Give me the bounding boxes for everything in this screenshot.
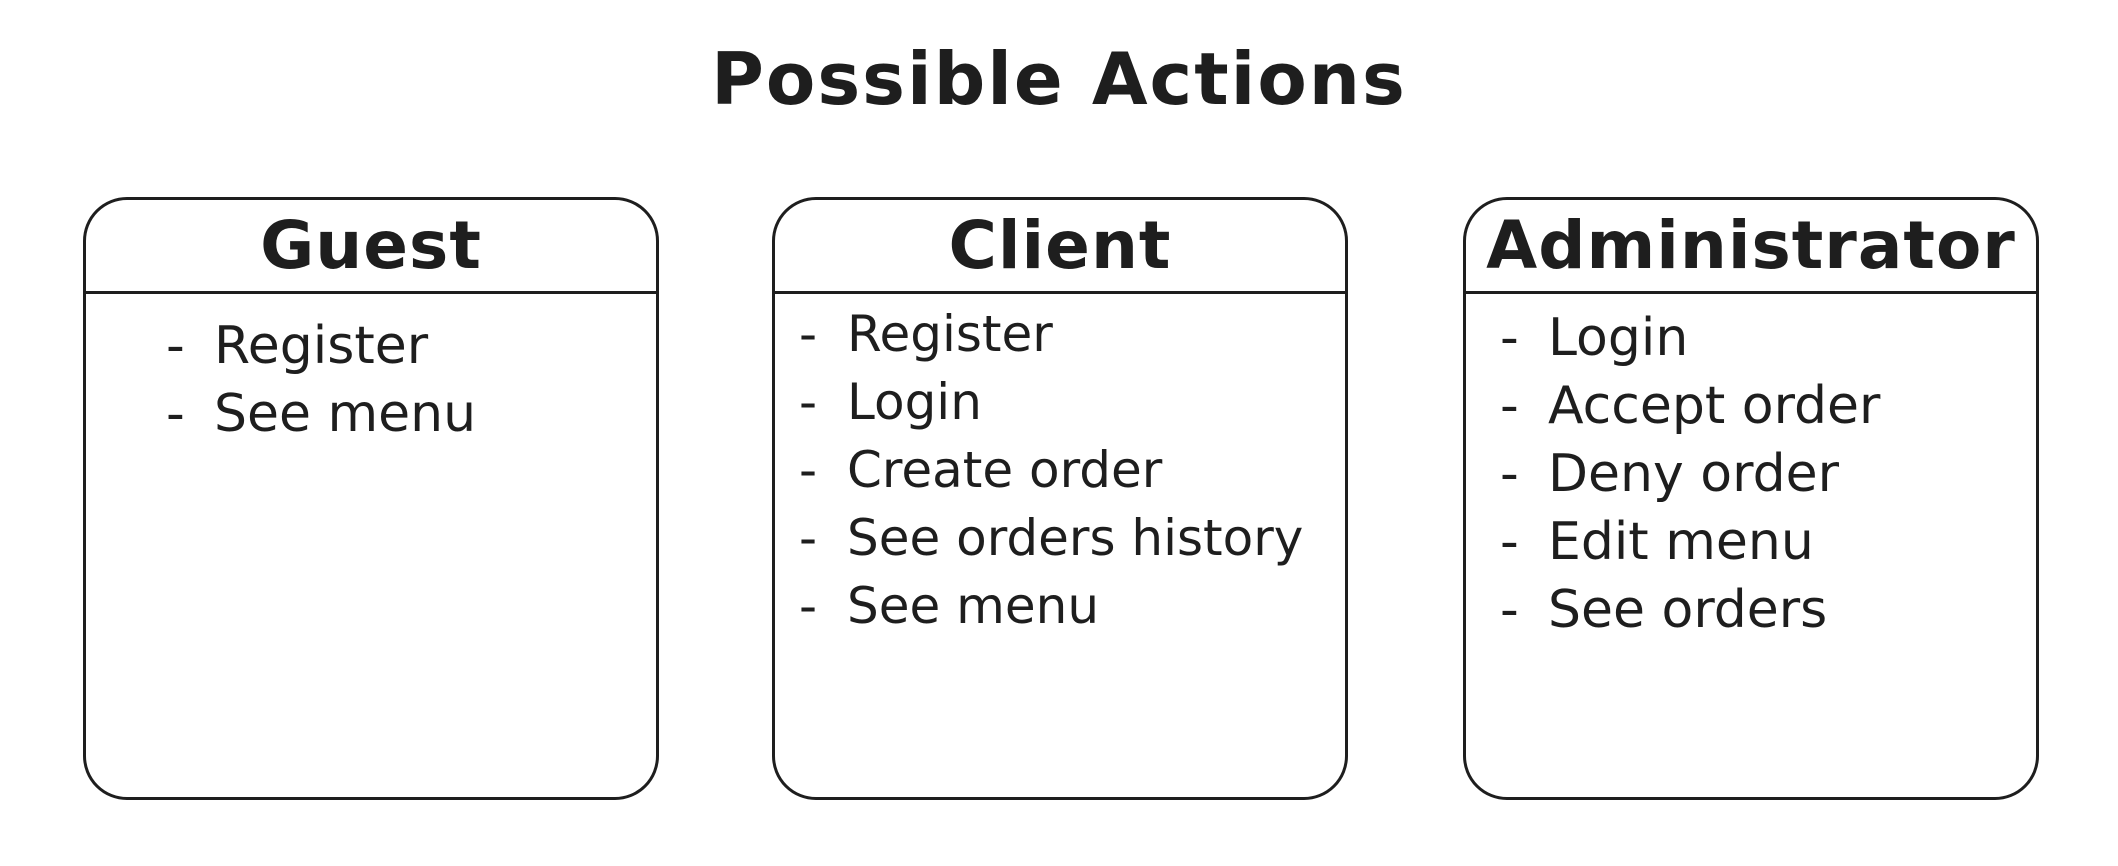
action-item: See menu [799,572,1303,640]
action-item: Deny order [1500,440,1880,508]
role-header-administrator: Administrator [1466,200,2036,294]
action-list-client: Register Login Create order See orders h… [799,300,1303,640]
action-item: See menu [166,380,476,448]
role-box-guest: Guest Register See menu [83,197,659,800]
action-item: Register [166,312,476,380]
action-item: See orders history [799,504,1303,572]
role-header-guest: Guest [86,200,656,294]
action-list-guest: Register See menu [166,312,476,448]
action-item: Login [799,368,1303,436]
action-item: Login [1500,304,1880,372]
role-box-administrator: Administrator Login Accept order Deny or… [1463,197,2039,800]
action-item: Edit menu [1500,508,1880,576]
diagram-title: Possible Actions [711,37,1407,121]
action-list-administrator: Login Accept order Deny order Edit menu … [1500,304,1880,644]
action-item: Accept order [1500,372,1880,440]
role-box-client: Client Register Login Create order See o… [772,197,1348,800]
action-item: Register [799,300,1303,368]
action-item: See orders [1500,576,1880,644]
action-item: Create order [799,436,1303,504]
role-header-client: Client [775,200,1345,294]
